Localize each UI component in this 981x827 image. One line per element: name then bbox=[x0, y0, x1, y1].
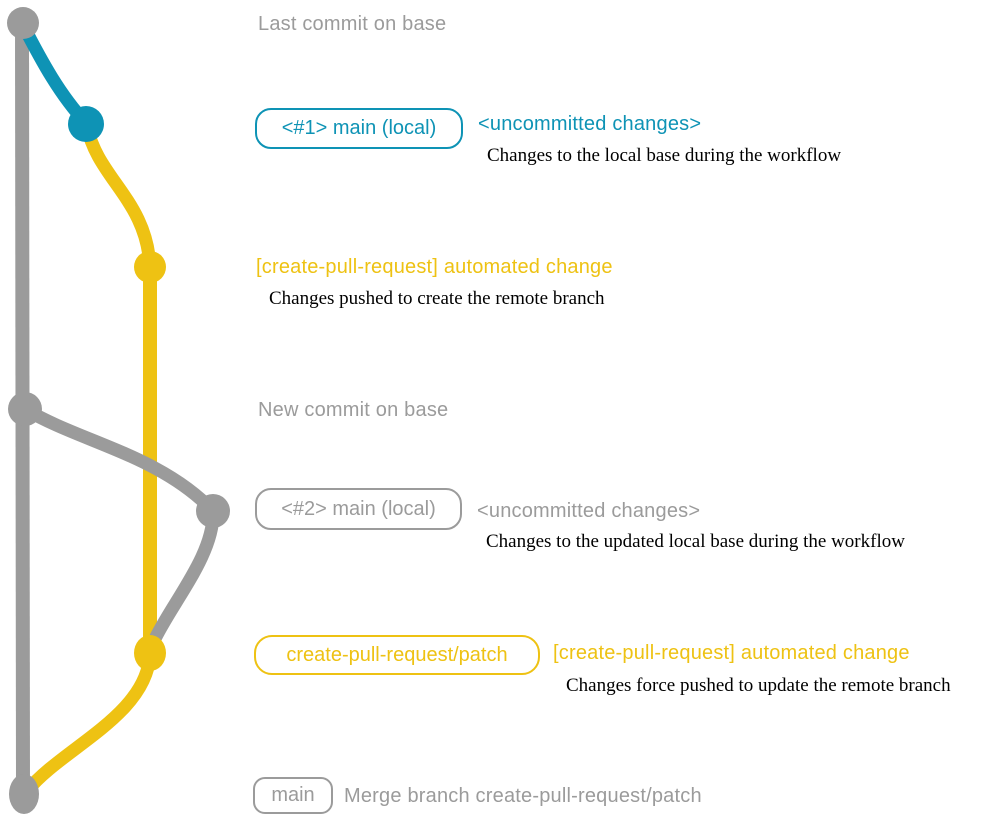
commit-dot-patch-2 bbox=[134, 635, 166, 671]
automated-change-label-2: [create-pull-request] automated change bbox=[553, 642, 910, 664]
patch-branch-merge-curve bbox=[20, 648, 157, 798]
base-update-curve bbox=[18, 402, 220, 518]
uncommitted-changes-label-1: <uncommitted changes> bbox=[478, 113, 702, 135]
new-commit-label: New commit on base bbox=[258, 399, 449, 421]
local-main-branch-curve bbox=[16, 18, 93, 130]
commit-dot-new-base bbox=[8, 392, 42, 426]
commit-dot-last-base bbox=[7, 7, 39, 39]
branch-pill-patch: create-pull-request/patch bbox=[254, 635, 540, 675]
branch-pill-main: main bbox=[253, 777, 333, 814]
last-commit-label: Last commit on base bbox=[258, 13, 447, 35]
uncommitted-changes-note-1: Changes to the local base during the wor… bbox=[487, 145, 842, 166]
uncommitted-changes-label-2: <uncommitted changes> bbox=[477, 500, 701, 522]
automated-change-label-1: [create-pull-request] automated change bbox=[256, 256, 613, 278]
commit-dot-local-main-2 bbox=[196, 494, 230, 528]
commit-dot-patch-1 bbox=[134, 251, 166, 283]
branch-pill-main-local-2: <#2> main (local) bbox=[255, 488, 462, 530]
commit-dot-merge bbox=[9, 774, 39, 814]
uncommitted-changes-note-2: Changes to the updated local base during… bbox=[486, 531, 905, 552]
rebase-curve bbox=[146, 504, 220, 650]
commit-dot-local-main-1 bbox=[68, 106, 104, 142]
branch-pill-main-local-1: <#1> main (local) bbox=[255, 108, 463, 149]
merge-commit-label: Merge branch create-pull-request/patch bbox=[344, 785, 702, 807]
automated-change-note-1: Changes pushed to create the remote bran… bbox=[269, 288, 605, 309]
patch-branch-curve-top bbox=[80, 119, 157, 274]
automated-change-note-2: Changes force pushed to update the remot… bbox=[566, 675, 951, 696]
